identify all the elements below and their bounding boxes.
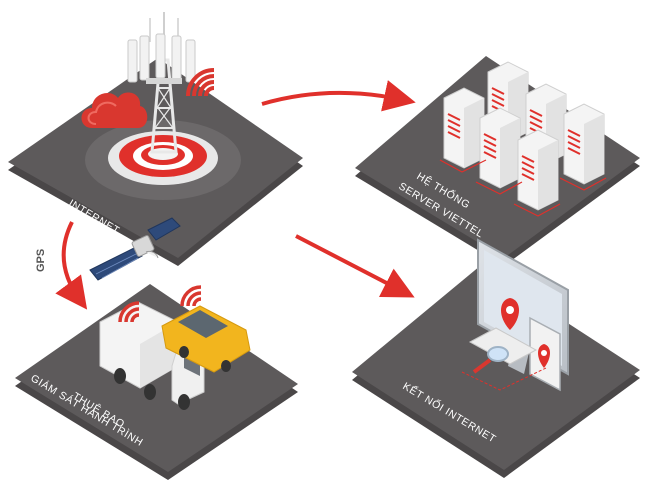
arrow-to-connect xyxy=(295,234,415,298)
arrow-internet-to-server xyxy=(261,80,416,112)
label-gps: GPS xyxy=(35,249,47,272)
location-pin-icon xyxy=(501,298,519,330)
magnifier-icon xyxy=(472,346,509,374)
platform-internet xyxy=(8,58,303,266)
route-line xyxy=(461,367,547,391)
location-pin-icon-small xyxy=(538,344,550,368)
signal-icon-car xyxy=(180,285,202,307)
car-icon xyxy=(161,305,251,373)
truck-icon xyxy=(99,301,205,410)
signal-icon xyxy=(186,68,215,97)
satellite-icon xyxy=(89,217,181,281)
cloud-icon xyxy=(81,92,148,128)
arrow-gps xyxy=(55,221,88,310)
cell-tower-icon xyxy=(127,12,196,154)
platform-connect xyxy=(352,266,640,478)
signal-icon-truck xyxy=(118,301,140,323)
server-rack-icon xyxy=(439,61,607,217)
